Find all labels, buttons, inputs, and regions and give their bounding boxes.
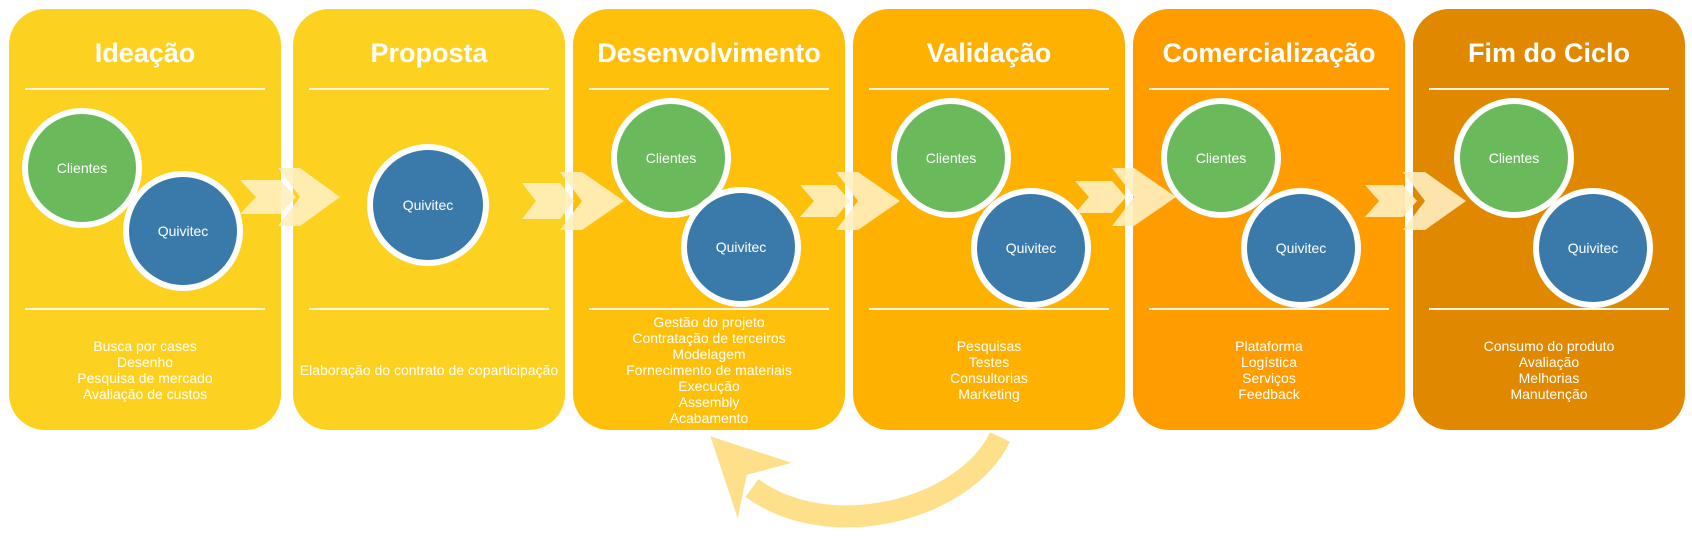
list-item: Avaliação de custos	[82, 385, 208, 402]
list-item: Gestão do projeto	[653, 313, 765, 330]
stage-card-ideacao: Ideação Clientes Quivitec Busca por case…	[9, 9, 281, 430]
clients-label: Clientes	[1488, 150, 1540, 166]
quivitec-label: Quivitec	[1005, 240, 1057, 256]
stage-title: Ideação	[94, 38, 196, 68]
quivitec-label: Quivitec	[1567, 240, 1619, 256]
divider	[309, 308, 549, 310]
chevron-arrow-4-5-icon	[1075, 168, 1176, 226]
stage-title: Proposta	[370, 38, 488, 68]
list-item: Execução	[678, 377, 740, 394]
clients-label: Clientes	[1195, 150, 1247, 166]
quivitec-label: Quivitec	[157, 223, 209, 239]
clients-circle: Clientes	[891, 98, 1011, 218]
clients-label: Clientes	[645, 150, 697, 166]
divider	[1429, 308, 1669, 310]
stage-items: Busca por cases Desenho Pesquisa de merc…	[13, 309, 277, 430]
divider	[1149, 88, 1389, 90]
divider	[309, 88, 549, 90]
divider	[1429, 88, 1669, 90]
list-item: Fornecimento de materiais	[626, 361, 792, 378]
list-item: Logística	[1240, 353, 1298, 370]
stage-card-validacao: Validação Clientes Quivitec Pesquisas Te…	[853, 9, 1125, 430]
stage-items: Consumo do produto Avaliação Melhorias M…	[1417, 309, 1681, 430]
quivitec-label: Quivitec	[715, 239, 767, 255]
stage-title: Comercialização	[1162, 38, 1376, 68]
quivitec-label: Quivitec	[402, 197, 454, 213]
list-item: Avaliação	[1518, 353, 1580, 370]
list-item: Contratação de terceiros	[632, 329, 786, 346]
stage-items: Gestão do projeto Contratação de terceir…	[577, 309, 841, 430]
stage-items: Pesquisas Testes Consultorias Marketing	[857, 309, 1121, 430]
list-item: Manutenção	[1510, 385, 1588, 402]
list-item: Consumo do produto	[1483, 337, 1615, 354]
divider	[869, 88, 1109, 90]
stage-title: Desenvolvimento	[597, 38, 821, 68]
list-item: Melhorias	[1518, 369, 1580, 386]
chevron-arrow-1-2-icon	[240, 168, 340, 226]
list-item: Marketing	[958, 385, 1020, 402]
divider	[25, 308, 265, 310]
stage-items: Elaboração do contrato de coparticipação	[297, 309, 561, 430]
list-item: Feedback	[1238, 385, 1300, 402]
list-item: Acabamento	[669, 409, 749, 426]
stage-card-comercializacao: Comercialização Clientes Quivitec Plataf…	[1133, 9, 1405, 430]
stage-title: Fim do Ciclo	[1468, 38, 1630, 68]
list-item: Consultorias	[950, 369, 1028, 386]
divider	[1149, 308, 1389, 310]
clients-circle: Clientes	[611, 98, 731, 218]
divider	[25, 88, 265, 90]
stage-card-fim-do-ciclo: Fim do Ciclo Clientes Quivitec Consumo d…	[1413, 9, 1685, 430]
clients-label: Clientes	[56, 160, 108, 176]
quivitec-circle: Quivitec	[367, 144, 489, 266]
stage-items: Plataforma Logística Serviços Feedback	[1137, 309, 1401, 430]
chevron-arrow-5-6-icon	[1365, 172, 1466, 230]
list-item: Assembly	[678, 393, 740, 410]
divider	[589, 308, 829, 310]
quivitec-label: Quivitec	[1275, 240, 1327, 256]
stage-card-desenvolvimento: Desenvolvimento Clientes Quivitec Gestão…	[573, 9, 845, 430]
list-item: Pesquisas	[956, 337, 1022, 354]
quivitec-circle: Quivitec	[681, 187, 801, 307]
clients-label: Clientes	[925, 150, 977, 166]
clients-circle: Clientes	[1161, 98, 1281, 218]
divider	[869, 308, 1109, 310]
clients-circle: Clientes	[1454, 98, 1574, 218]
quivitec-circle: Quivitec	[123, 171, 243, 291]
divider	[589, 88, 829, 90]
list-item: Elaboração do contrato de coparticipação	[299, 361, 559, 378]
loop-back-arrow-icon	[706, 430, 1013, 531]
stage-card-proposta: Proposta Quivitec Elaboração do contrato…	[293, 9, 565, 430]
chevron-arrow-3-4-icon	[800, 172, 900, 230]
stage-title: Validação	[926, 38, 1052, 68]
list-item: Busca por cases	[93, 337, 197, 354]
list-item: Serviços	[1242, 369, 1296, 386]
list-item: Desenho	[116, 353, 174, 370]
chevron-arrow-2-3-icon	[522, 172, 624, 230]
quivitec-circle: Quivitec	[1533, 188, 1653, 308]
quivitec-circle: Quivitec	[971, 188, 1091, 308]
clients-circle: Clientes	[22, 108, 142, 228]
list-item: Plataforma	[1235, 337, 1303, 354]
list-item: Pesquisa de mercado	[77, 369, 213, 386]
list-item: Testes	[968, 353, 1010, 370]
list-item: Modelagem	[672, 345, 746, 362]
quivitec-circle: Quivitec	[1241, 188, 1361, 308]
